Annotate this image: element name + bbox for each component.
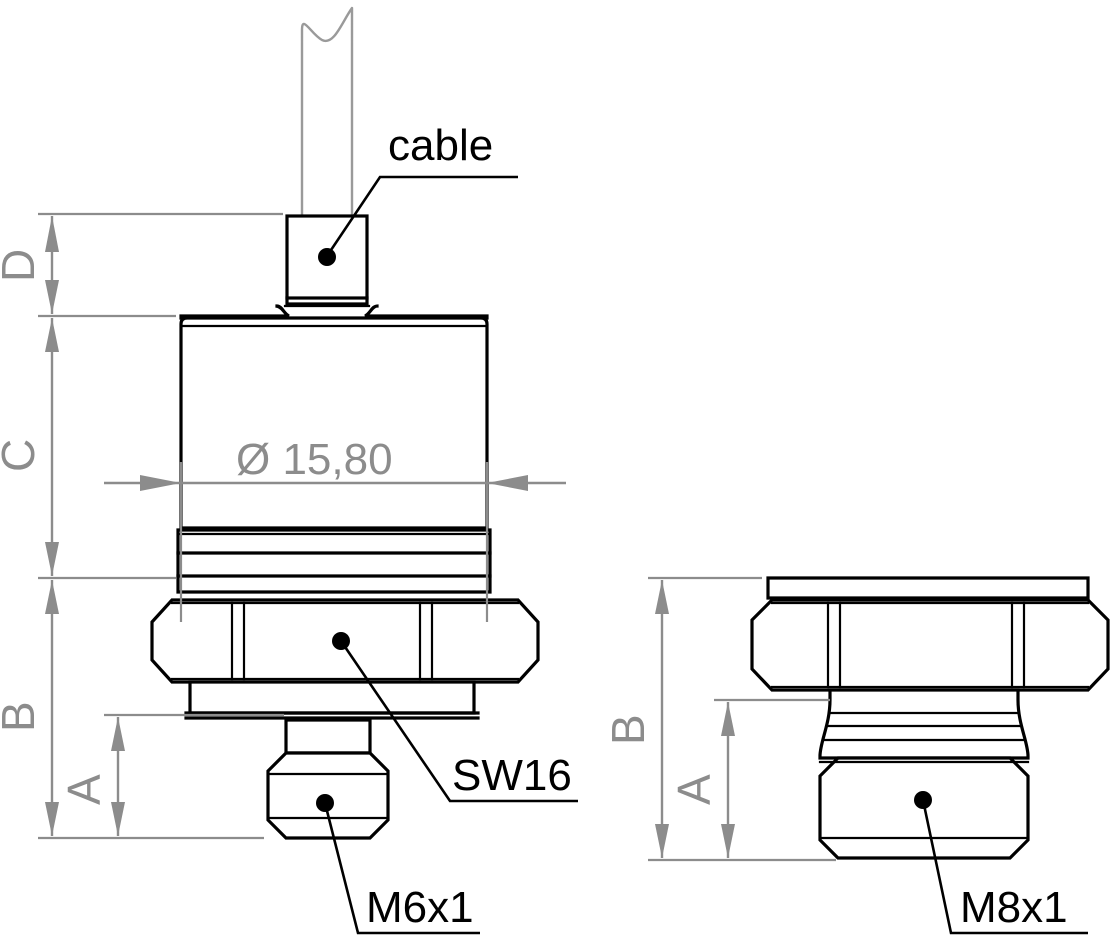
dim-label-B: B bbox=[0, 701, 44, 732]
housing-main-rect bbox=[179, 316, 489, 530]
dim-label-D: D bbox=[0, 249, 44, 282]
dim-A-r-arrow-bottom bbox=[721, 824, 735, 858]
dimension-C: C bbox=[0, 318, 59, 576]
gland-body bbox=[285, 214, 369, 300]
housing-top-right-fillet bbox=[364, 304, 489, 320]
neck-right bbox=[818, 688, 1030, 760]
dim-A-arrow-top bbox=[111, 717, 125, 751]
dim-label-C: C bbox=[0, 439, 44, 472]
dim-B-arrow-bottom bbox=[45, 802, 59, 836]
dia-arrow-left bbox=[140, 475, 181, 491]
dimension-D: D bbox=[0, 216, 59, 314]
dim-label-A-right: A bbox=[668, 774, 720, 805]
hex-nut-right-outline bbox=[750, 598, 1110, 692]
dimension-A: A bbox=[58, 717, 125, 836]
dimension-B: B bbox=[0, 580, 59, 836]
m6x1-leader-dot bbox=[316, 794, 334, 812]
cap-plate bbox=[766, 576, 1090, 600]
dimension-diameter: Ø 15,80 bbox=[104, 435, 566, 622]
callout-cable: cable bbox=[318, 121, 518, 266]
m8x1-leader bbox=[921, 799, 1088, 935]
dim-D-arrow-bottom bbox=[45, 280, 59, 314]
cable-gland bbox=[283, 214, 371, 308]
callout-label-cable: cable bbox=[388, 121, 493, 170]
sw16-leader bbox=[339, 640, 578, 803]
neck-body bbox=[818, 688, 1030, 760]
callout-label-m8x1: M8x1 bbox=[960, 883, 1068, 932]
housing-groove-band bbox=[176, 528, 492, 594]
dim-label-B-right: B bbox=[602, 714, 654, 745]
dimension-B-right: B bbox=[602, 580, 669, 858]
dim-C-arrow-bottom bbox=[45, 542, 59, 576]
dim-C-arrow-top bbox=[45, 318, 59, 352]
sw16-leader-dot bbox=[332, 632, 350, 650]
callout-label-m6x1: M6x1 bbox=[366, 883, 474, 932]
callout-sw16: SW16 bbox=[332, 632, 578, 803]
dim-D-arrow-top bbox=[45, 216, 59, 252]
dim-B-r-arrow-top bbox=[655, 580, 669, 614]
flange bbox=[184, 680, 480, 720]
cap-plate-body bbox=[766, 576, 1090, 600]
dim-label-A: A bbox=[58, 774, 110, 805]
dim-A-arrow-bottom bbox=[111, 802, 125, 836]
flange-body bbox=[188, 680, 476, 715]
thread-m6 bbox=[266, 718, 390, 840]
dimension-A-right: A bbox=[668, 702, 735, 858]
callout-m8x1: M8x1 bbox=[914, 791, 1088, 935]
dim-A-r-arrow-top bbox=[721, 702, 735, 736]
cable-outline bbox=[300, 6, 354, 220]
dia-arrow-right bbox=[487, 475, 528, 491]
gland-base bbox=[285, 296, 369, 306]
hex-nut-right bbox=[750, 598, 1110, 692]
cable-leader bbox=[325, 175, 518, 257]
housing-top-left-fillet bbox=[179, 304, 290, 320]
callout-m6x1: M6x1 bbox=[316, 794, 480, 935]
dimension-diameter-text: Ø 15,80 bbox=[236, 435, 393, 484]
m6x1-leader bbox=[323, 802, 480, 935]
m8x1-leader-dot bbox=[914, 791, 932, 809]
thread-neck bbox=[284, 718, 372, 755]
housing-body bbox=[176, 304, 492, 594]
cable-graphic bbox=[300, 6, 354, 220]
dim-B-r-arrow-bottom bbox=[655, 824, 669, 858]
dim-B-arrow-top bbox=[45, 580, 59, 614]
callout-label-sw16: SW16 bbox=[452, 751, 572, 800]
cable-leader-dot bbox=[318, 248, 336, 266]
